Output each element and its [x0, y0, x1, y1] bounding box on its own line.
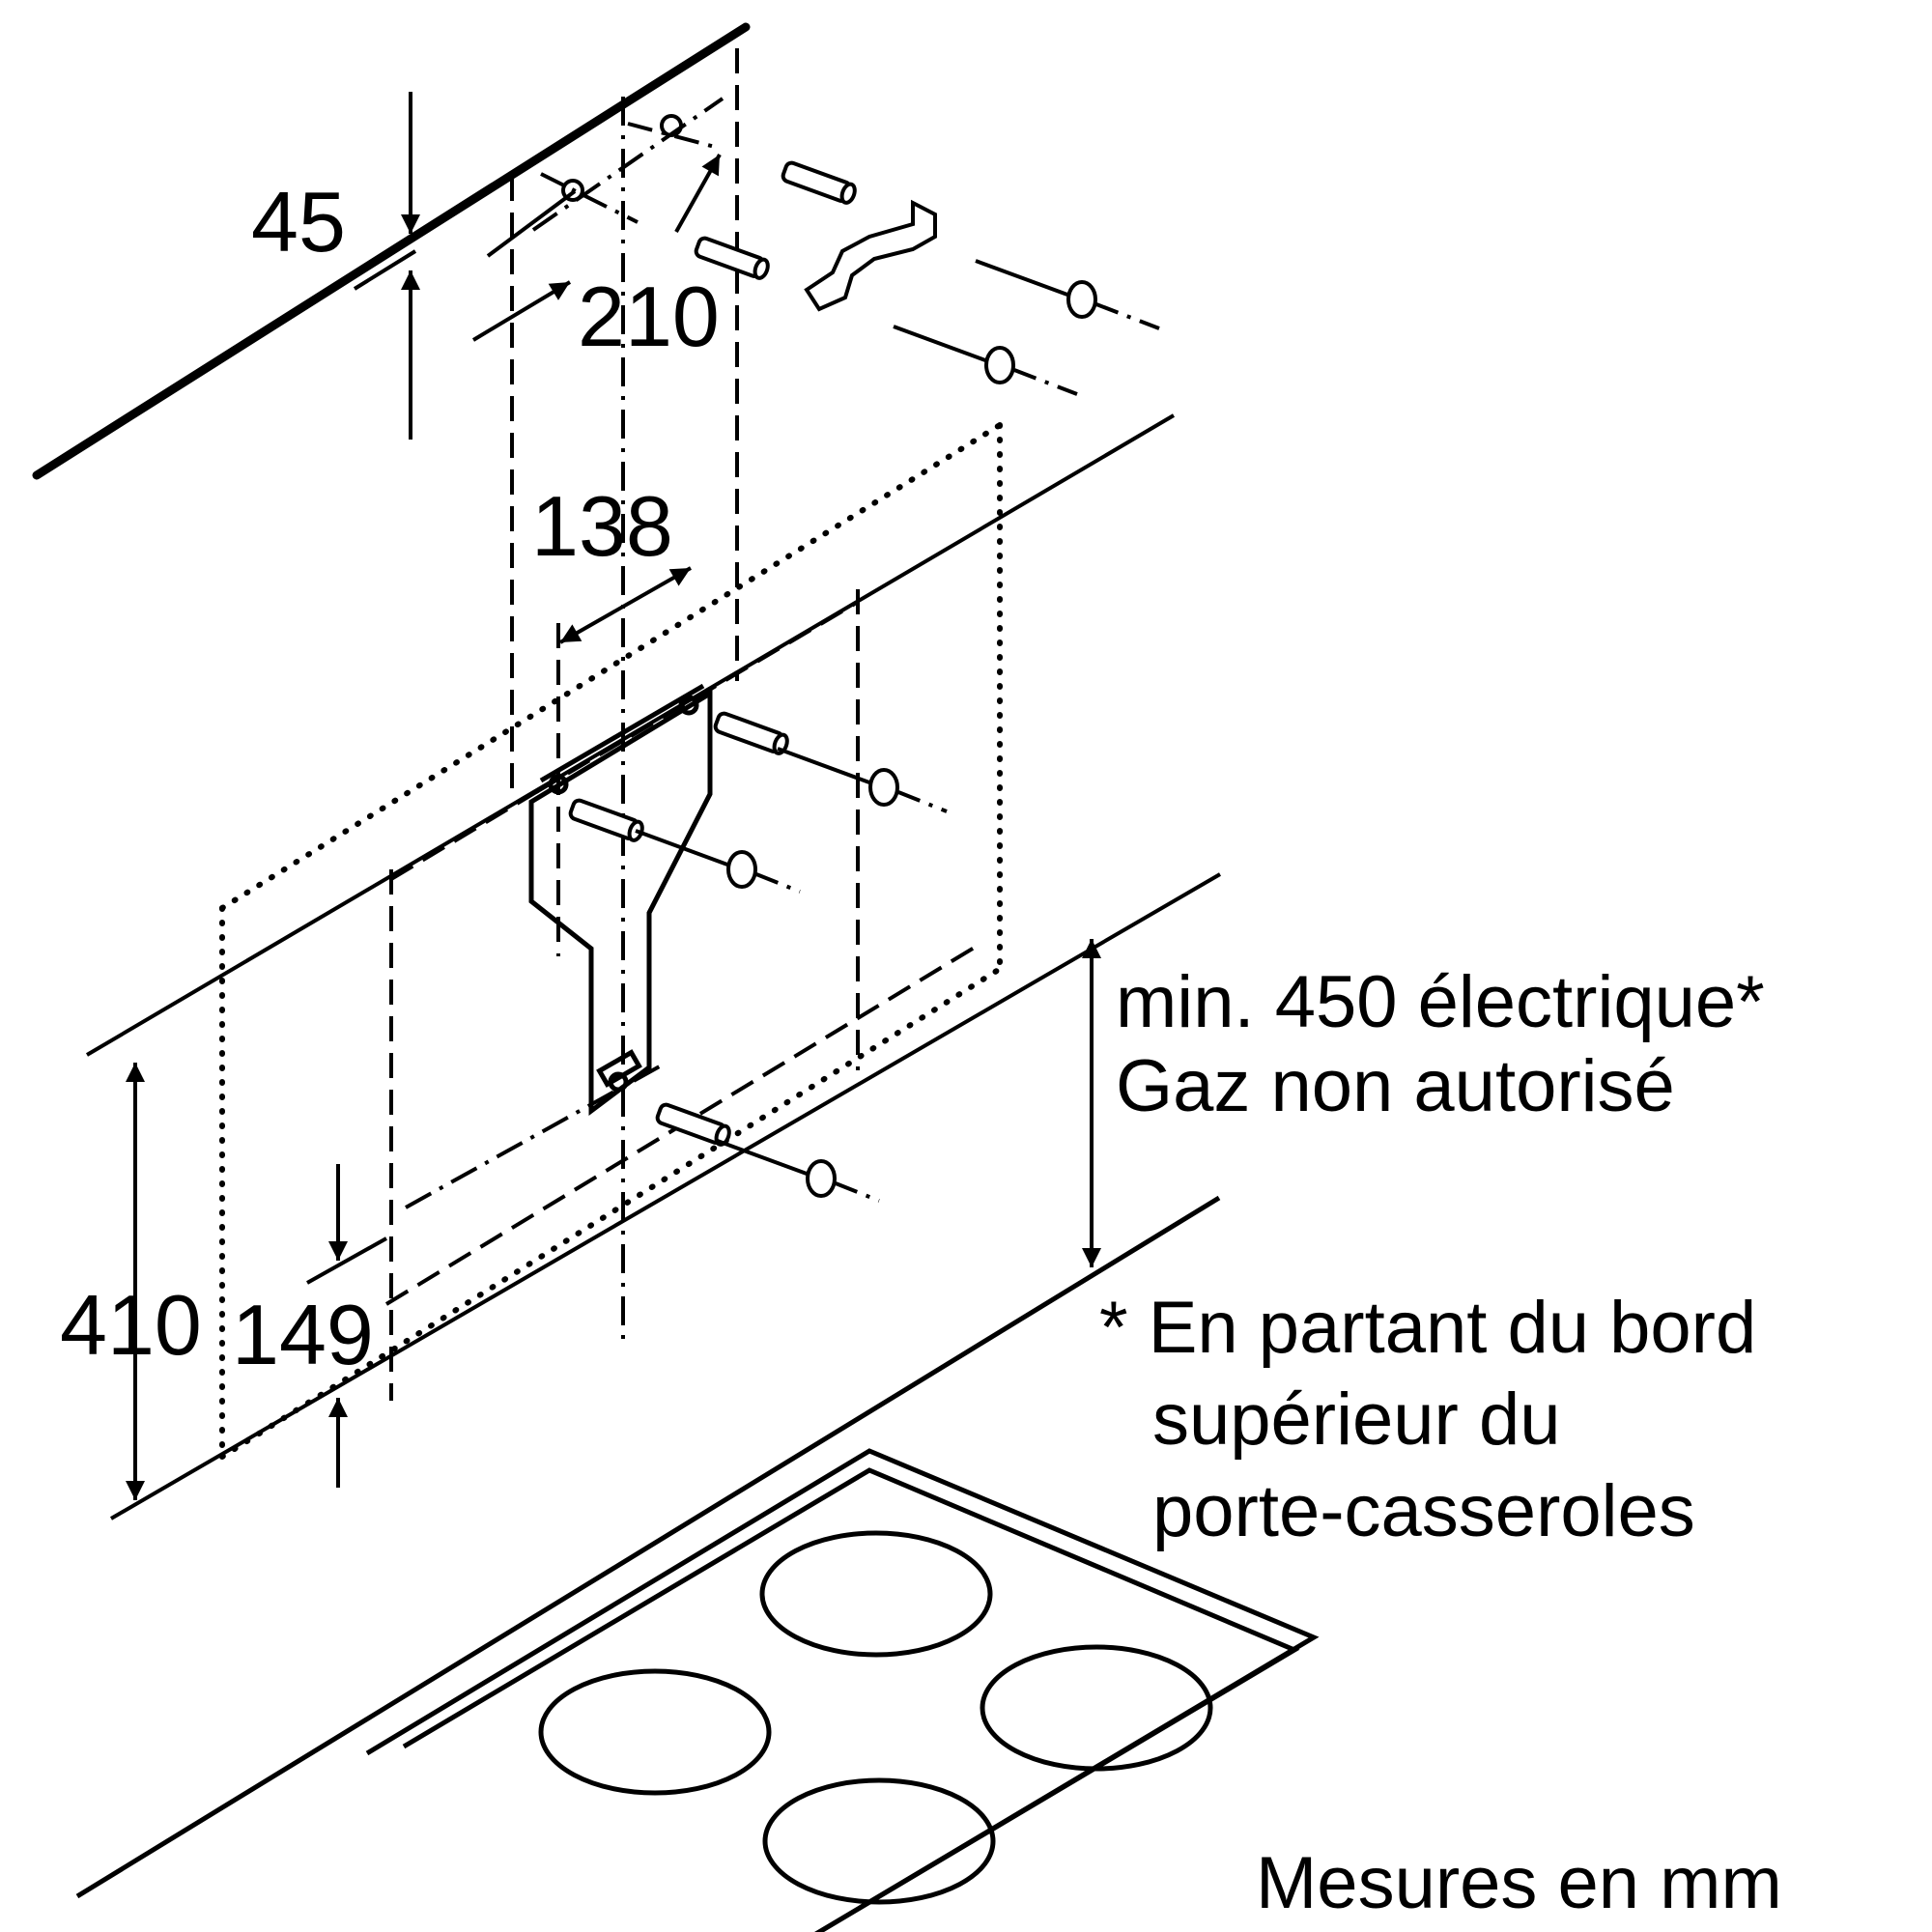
ceiling: [32, 22, 751, 480]
burner-back-right: [980, 1644, 1213, 1772]
footnote-line-3: porte-casseroles: [1152, 1470, 1695, 1552]
burner-front-right: [762, 1777, 996, 1905]
guide-lines: [389, 48, 860, 1401]
arrow-138: [559, 566, 692, 644]
burner-back-left: [759, 1530, 993, 1658]
reference-lines: [85, 249, 1222, 1520]
note-line-2: Gaz non autorisé: [1116, 1045, 1675, 1127]
dimension-labels: 45 210 138 410 149: [60, 174, 720, 1382]
arrow-210-right: [674, 154, 722, 233]
dimension-arrows: [126, 92, 1101, 1500]
footnote-line-1: * En partant du bord: [1099, 1287, 1756, 1369]
cooktop: [75, 1195, 1320, 1932]
notes: min. 450 électrique* Gaz non autorisé * …: [1099, 961, 1782, 1924]
burner-front-left: [538, 1668, 772, 1796]
wall-bracket: [528, 683, 713, 1116]
ceiling-bracket: [561, 114, 937, 312]
footnote-line-2: supérieur du: [1152, 1378, 1561, 1461]
dim-138: 138: [531, 478, 673, 574]
dim-410: 410: [60, 1277, 202, 1373]
arrow-210-left: [471, 280, 572, 342]
dim-149: 149: [232, 1287, 374, 1382]
screws: [635, 259, 1160, 1203]
wall-plugs: [568, 160, 857, 1147]
dim-45: 45: [251, 174, 346, 270]
note-line-1: min. 450 électrique*: [1116, 961, 1765, 1043]
dim-210: 210: [578, 269, 720, 364]
units-label: Mesures en mm: [1256, 1842, 1782, 1924]
